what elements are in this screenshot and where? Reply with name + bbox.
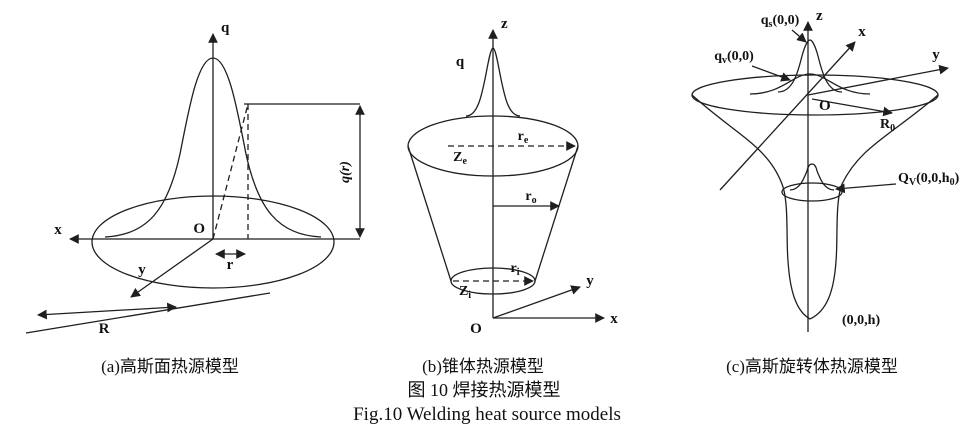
body-outline-left — [691, 94, 811, 320]
radius-dashed-diagonal — [212, 103, 249, 240]
surface-spike-curve — [777, 39, 843, 93]
panel-b-caption: (b)锥体热源模型 — [422, 357, 544, 376]
zi-label: Zi — [459, 284, 471, 301]
y-axis-label: y — [586, 273, 594, 289]
cone-side-left — [407, 145, 452, 282]
panel-c-caption: (c)高斯旋转体热源模型 — [726, 357, 898, 376]
figure-caption-en: Fig.10 Welding heat source models — [353, 404, 621, 425]
Qv-label: QV(0,0,h0) — [898, 171, 960, 188]
qr-label: q(r) — [338, 161, 353, 183]
depth-section-ellipse — [781, 182, 843, 202]
ze-label: Ze — [453, 150, 467, 167]
ro-label: ro — [525, 189, 536, 206]
body-outline-right — [809, 94, 939, 320]
q-label: q — [456, 54, 465, 70]
figure-caption-zh: 图 10 焊接热源模型 — [407, 380, 561, 400]
re-label: re — [518, 129, 529, 146]
qv-label: qv(0,0) — [714, 49, 754, 66]
ri-label: ri — [511, 261, 520, 278]
plane-edge-line — [25, 292, 271, 334]
origin-label: O — [819, 98, 831, 114]
R-label: R — [99, 321, 110, 337]
x-axis-label: x — [858, 24, 866, 40]
panel-c-drawing: z x y O qs(0,0) qv(0,0) R0 QV(0,0,h0) (0… — [691, 8, 960, 332]
origin-label: O — [470, 321, 482, 337]
qs-label: qs(0,0) — [761, 13, 800, 30]
origin-label: O — [193, 221, 205, 237]
qv-leader-arrow — [751, 65, 791, 82]
surface-disk-ellipse — [691, 74, 939, 116]
qs-leader-arrow — [791, 29, 807, 43]
y-axis-label: y — [932, 47, 940, 63]
y-axis-line — [807, 64, 949, 96]
r0-arrow — [811, 98, 893, 117]
r0-label: R0 — [880, 117, 895, 134]
r-label: r — [227, 257, 234, 273]
x-axis-label: x — [54, 222, 62, 238]
point-h-label: (0,0,h) — [842, 313, 880, 328]
y-axis-label: y — [138, 262, 146, 278]
depth-peak-curve — [789, 163, 835, 191]
y-axis-line — [492, 285, 581, 319]
panel-b-drawing: z q Ze re ro Zi ri x y O — [407, 16, 618, 337]
panel-a-caption: (a)高斯面热源模型 — [101, 357, 239, 376]
volume-peak-curve — [749, 73, 871, 95]
x-axis-label: x — [610, 311, 618, 327]
panel-a-drawing: q x y O r R q(r) — [25, 20, 365, 337]
q-axis-label: q — [221, 20, 230, 36]
R-dimension-arrow — [37, 302, 177, 320]
cone-side-right — [534, 145, 579, 282]
z-axis-label: z — [816, 8, 823, 24]
x-axis-line — [719, 41, 856, 191]
y-axis-line — [130, 238, 214, 298]
Qv-leader-arrow — [835, 183, 897, 194]
z-axis-label: z — [501, 16, 508, 32]
